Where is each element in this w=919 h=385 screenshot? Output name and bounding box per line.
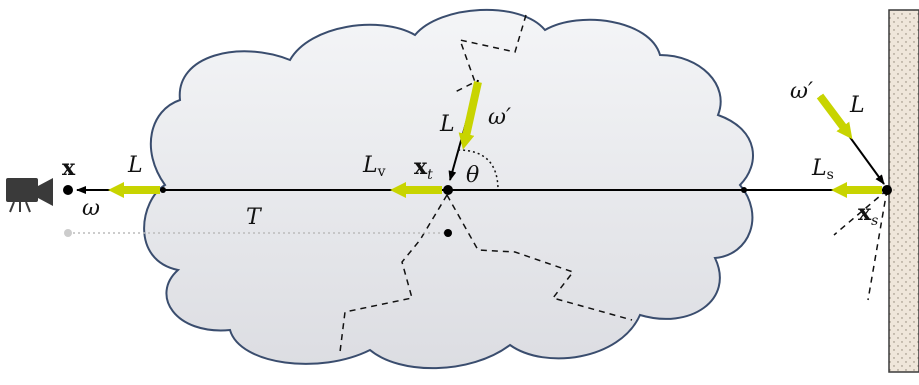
medium-point-dot [443, 185, 453, 195]
surface-point-label: xs [858, 200, 878, 229]
camera-direction-label: ω [82, 196, 100, 221]
theta-label: θ [466, 163, 479, 188]
surface-radiance-label: Ls [811, 156, 834, 183]
volume-radiance-label: Lv [362, 153, 386, 180]
incident-radiance-arrow [458, 81, 482, 150]
outgoing-radiance-label: L [127, 153, 143, 178]
surface-incident-direction-label: ω′ [790, 79, 813, 104]
camera-icon [6, 178, 53, 213]
scatter-paths [339, 14, 888, 353]
incident-direction-label: ω′ [488, 105, 511, 130]
transmittance-end-dot [444, 229, 452, 237]
theta-arc [457, 149, 499, 191]
transmittance-label: T [246, 205, 263, 230]
surface-incident-radiance-label: L [849, 93, 865, 118]
camera-point-label: x [62, 155, 76, 181]
surface-point-dot [882, 185, 892, 195]
camera-point-dot [63, 185, 73, 195]
surface-incident-radiance-arrow [816, 93, 853, 140]
transmittance-start-dot [64, 229, 72, 237]
surface-wall [888, 9, 919, 373]
cloud-exit-dot [741, 187, 747, 193]
incident-radiance-label: L [439, 112, 455, 137]
cloud-entry-dot [160, 187, 166, 193]
medium-point-label: xt [414, 154, 433, 183]
